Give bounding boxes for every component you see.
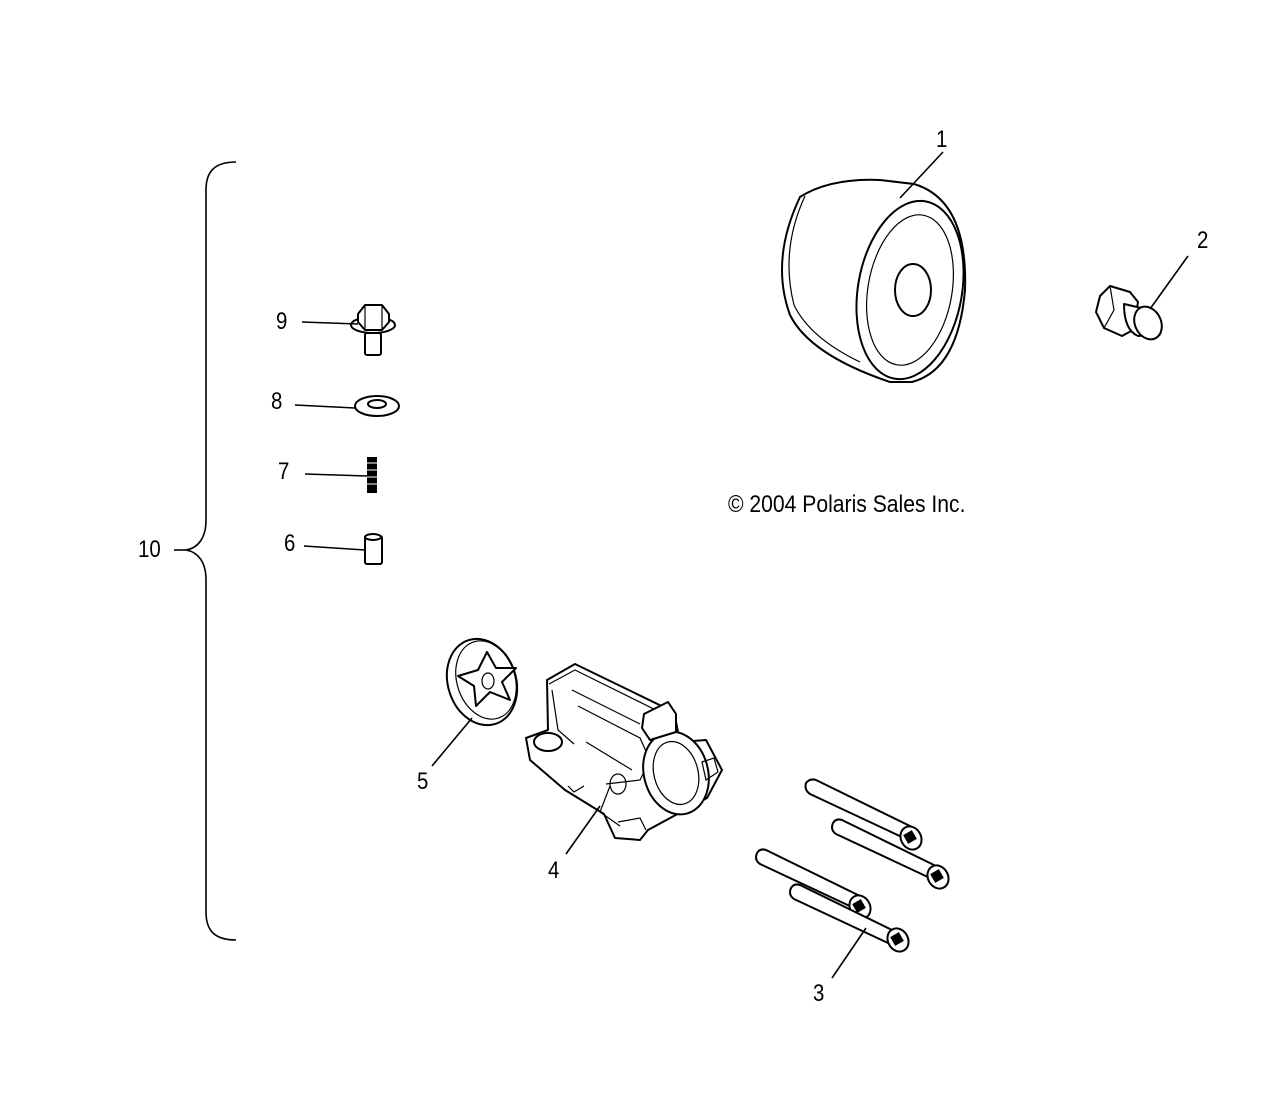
leader-2 <box>1149 255 1189 310</box>
copyright-notice: © 2004 Polaris Sales Inc. <box>728 491 966 518</box>
leader-5 <box>431 717 473 767</box>
callout-4: 4 <box>548 857 560 884</box>
part-2-fitting <box>1095 285 1163 341</box>
part-4-pump-housing <box>525 663 723 841</box>
group-brace <box>185 161 237 941</box>
callout-8: 8 <box>271 388 283 415</box>
leader-6 <box>303 545 366 551</box>
part-6-dowel-pin <box>364 533 383 565</box>
leader-1 <box>899 151 944 199</box>
leader-4 <box>565 805 601 855</box>
part-8-washer <box>354 395 400 417</box>
leader-8 <box>294 404 356 409</box>
part-3-screws <box>755 778 950 953</box>
part-7-stud <box>366 457 378 493</box>
leader-3 <box>831 927 867 979</box>
leader-9 <box>301 321 359 325</box>
part-5-rotor <box>445 637 519 727</box>
callout-10: 10 <box>138 536 161 563</box>
leader-7 <box>304 473 368 477</box>
callout-3: 3 <box>813 980 825 1007</box>
callout-7: 7 <box>278 458 290 485</box>
callout-6: 6 <box>284 530 296 557</box>
callout-5: 5 <box>417 768 429 795</box>
callout-2: 2 <box>1197 227 1209 254</box>
callout-9: 9 <box>276 308 288 335</box>
part-9-bolt <box>350 304 396 356</box>
callout-1: 1 <box>936 126 948 153</box>
part-1-oil-filter <box>781 178 967 383</box>
